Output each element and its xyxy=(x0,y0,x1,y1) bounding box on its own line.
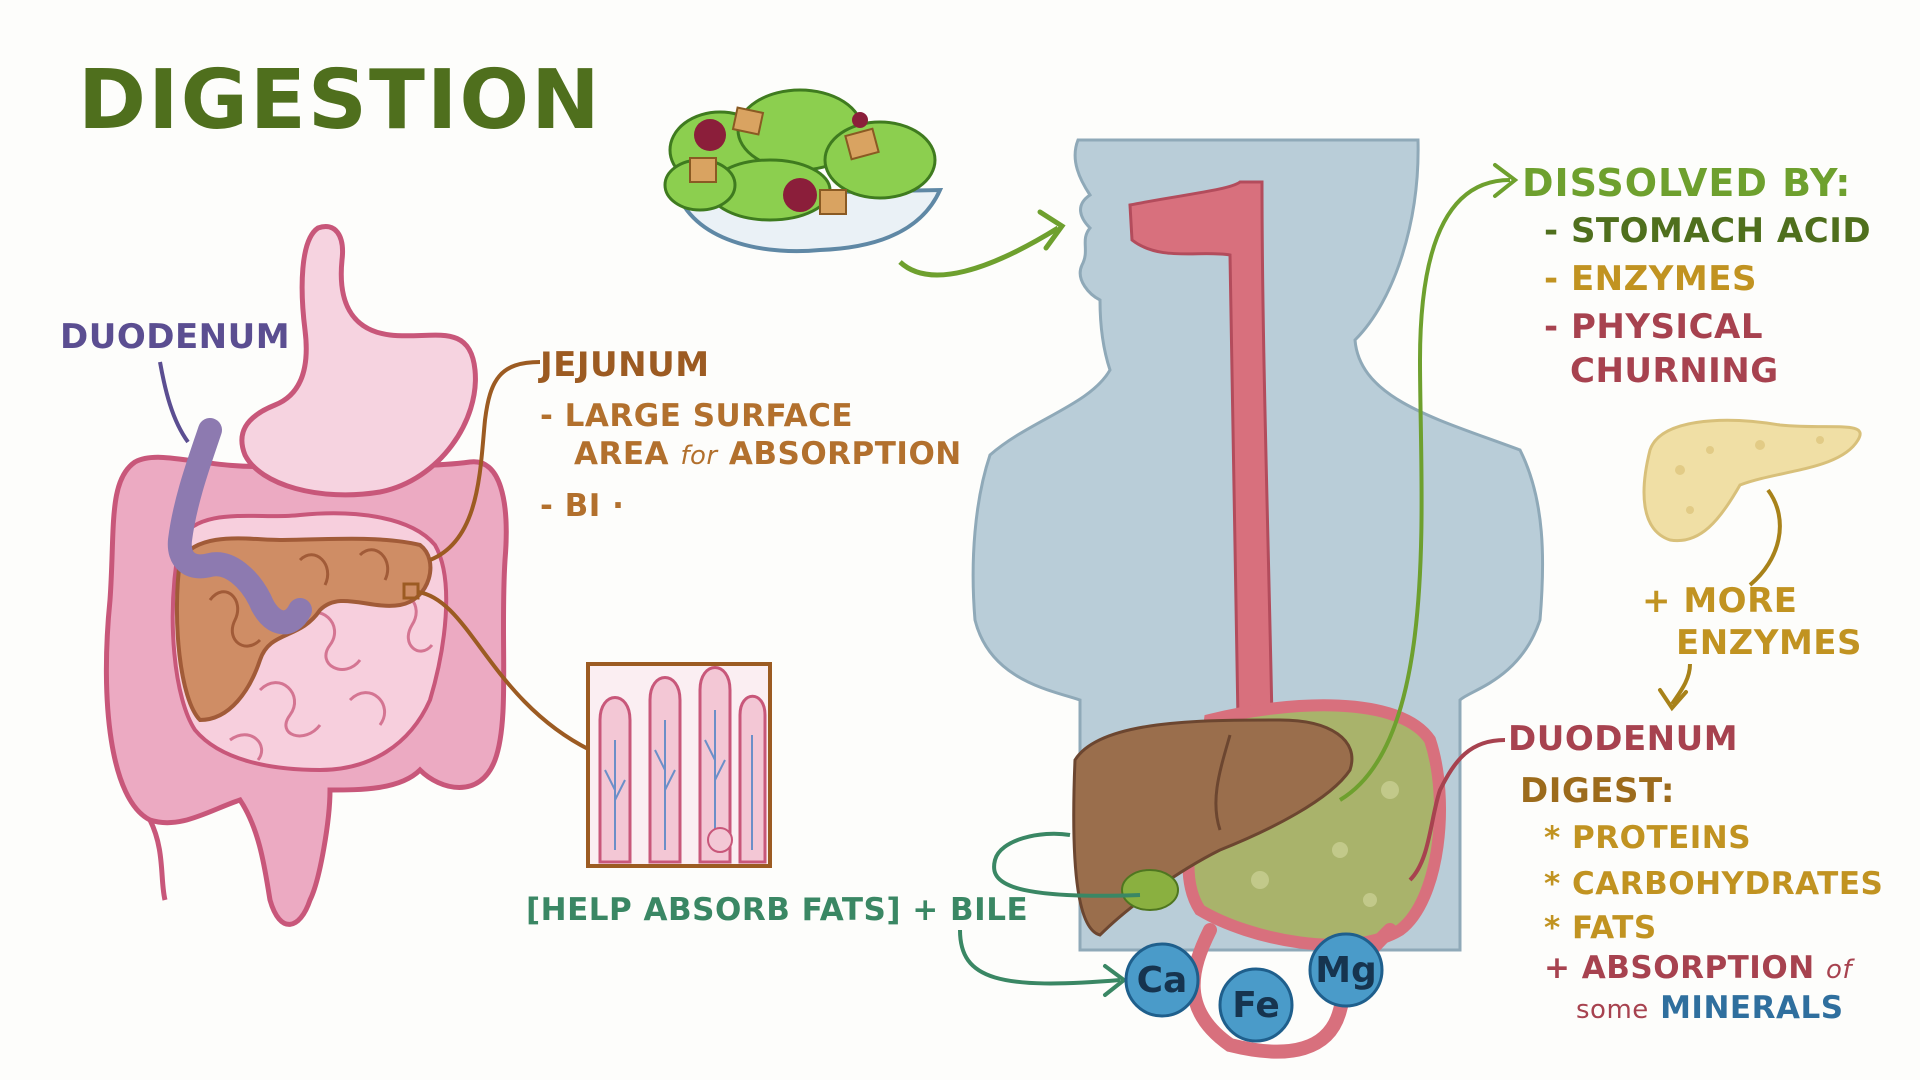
mineral-fe xyxy=(1218,967,1294,1043)
pancreas-label-line1: + MORE xyxy=(1642,581,1797,621)
jejunum-heading: JEJUNUM xyxy=(538,345,710,385)
absorption-line: + ABSORPTION of xyxy=(1544,950,1855,986)
stomach xyxy=(239,224,478,498)
villi-closeup xyxy=(586,662,772,868)
mineral-mg xyxy=(1308,932,1384,1008)
jejunum-point-1-cont: AREA for ABSORPTION xyxy=(574,436,962,472)
digest-item-fats: * FATS xyxy=(1544,910,1657,946)
food-to-mouth-arrow xyxy=(898,225,1060,278)
duodenum-label-left: DUODENUM xyxy=(60,317,290,357)
digest-item-carbohydrates: * CARBOHYDRATES xyxy=(1544,866,1883,902)
mineral-mg-label: Mg xyxy=(1315,950,1377,991)
bile-pointer xyxy=(992,831,1141,898)
enzymes-down-arrow xyxy=(1670,663,1692,706)
bile-to-minerals-arrow xyxy=(958,929,1121,986)
mineral-ca-label: Ca xyxy=(1137,960,1188,1001)
dissolved-item-stomach-acid: - STOMACH ACID xyxy=(1544,211,1871,251)
dissolved-item-enzymes: - ENZYMES xyxy=(1544,259,1757,299)
duodenum-segment xyxy=(167,418,312,635)
duodenum-pointer-right xyxy=(1408,738,1506,882)
jejunum-point-1: - LARGE SURFACE xyxy=(540,398,853,434)
stomach-to-dissolved-arrow xyxy=(1338,178,1511,802)
bile-label: [HELP ABSORB FATS] + BILE xyxy=(526,892,1028,928)
jejunum-pointer xyxy=(429,360,541,562)
mineral-fe-label: Fe xyxy=(1232,985,1280,1026)
pancreas-pointer xyxy=(1748,488,1782,587)
digest-heading: DIGEST: xyxy=(1520,771,1675,811)
gallbladder xyxy=(1121,869,1179,911)
minerals-line: some MINERALS xyxy=(1576,990,1844,1026)
salad-bowl xyxy=(663,88,944,254)
page-title: DIGESTION xyxy=(78,53,602,148)
dissolved-heading: DISSOLVED BY: xyxy=(1522,161,1851,205)
jejunum-point-2: - BI · xyxy=(540,488,624,524)
duodenum-pointer-left xyxy=(158,361,190,444)
magnify-pointer xyxy=(417,590,591,752)
pancreas-label-line2: ENZYMES xyxy=(1676,623,1862,663)
pancreas xyxy=(1642,418,1862,543)
mineral-ca xyxy=(1124,942,1200,1018)
duodenum-heading-right: DUODENUM xyxy=(1508,719,1738,759)
intestines-illustration xyxy=(103,224,509,927)
dissolved-item-physical: - PHYSICAL xyxy=(1544,307,1763,347)
digest-item-proteins: * PROTEINS xyxy=(1544,820,1751,856)
magnify-marker xyxy=(402,582,420,600)
dissolved-item-churning: CHURNING xyxy=(1570,351,1779,391)
mineral-circles: Ca Fe Mg xyxy=(1124,932,1384,1043)
